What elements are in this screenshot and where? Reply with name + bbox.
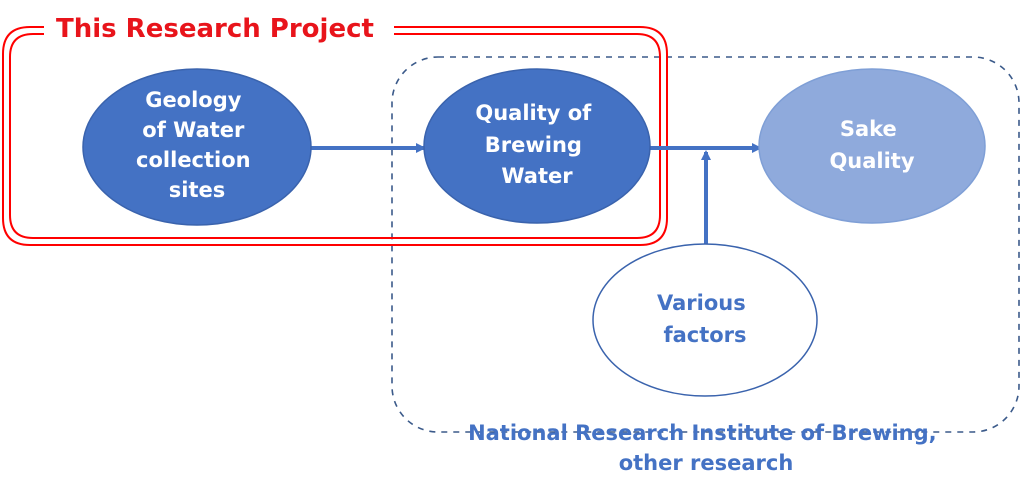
node-geology-line-1: Geology [145, 88, 242, 112]
node-geology-line-2: of Water [142, 118, 245, 142]
node-geology-line-4: sites [169, 178, 225, 202]
node-geology-line-3: collection [136, 148, 251, 172]
svg-text:Geology of Water c: Geology of Water collection sites [136, 88, 258, 202]
node-various-factors: Various factors [592, 243, 818, 397]
node-geology: Geology of Water collection sites [82, 68, 312, 226]
external-research-frame [391, 56, 1020, 433]
node-factors-line-1: Various [657, 291, 746, 315]
project-frame [2, 26, 668, 246]
node-brewing-water-line-2: Brewing [485, 133, 582, 157]
svg-text:Sake Quality: Sake Quality [829, 117, 914, 173]
node-factors-line-2: factors [663, 323, 746, 347]
node-sake-line-2: Quality [829, 149, 914, 173]
external-caption-line-2: other research [619, 451, 794, 475]
svg-text:Quality of Brewing: Quality of Brewing Water [475, 101, 598, 188]
node-brewing-water-line-1: Quality of [475, 101, 592, 125]
node-sake-line-1: Sake [840, 117, 897, 141]
svg-text:Various factors: Various factors [657, 291, 753, 347]
node-brewing-water: Quality of Brewing Water [423, 68, 651, 224]
project-title: This Research Project [56, 14, 374, 44]
external-caption: National Research Institute of Brewing, … [468, 421, 944, 475]
node-sake-quality: Sake Quality [758, 68, 986, 224]
node-brewing-water-line-3: Water [501, 164, 573, 188]
external-caption-line-1: National Research Institute of Brewing, [468, 421, 937, 445]
